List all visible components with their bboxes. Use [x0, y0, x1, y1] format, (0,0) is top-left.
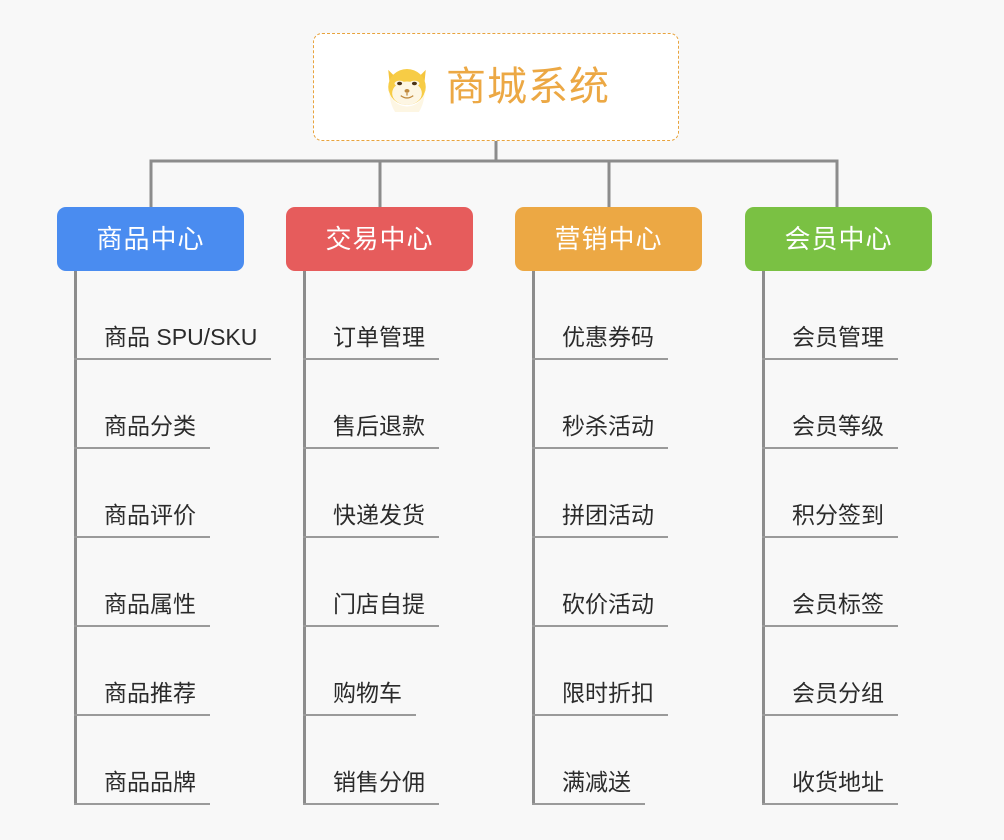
- root-label: 商城系统: [446, 65, 610, 109]
- leaf-item[interactable]: 购物车: [303, 627, 603, 716]
- leaf-item-label: 收货地址: [792, 768, 884, 795]
- leaf-item-label: 积分签到: [792, 501, 884, 528]
- leaf-item[interactable]: 订单管理: [303, 271, 603, 360]
- leaf-underline: 商品分类: [74, 412, 210, 449]
- leaf-item-label: 拼团活动: [562, 501, 654, 528]
- leaf-list-3: 优惠券码秒杀活动拼团活动砍价活动限时折扣满减送: [532, 271, 832, 805]
- leaf-underline: 会员标签: [762, 590, 898, 627]
- leaf-underline: 商品品牌: [74, 768, 210, 805]
- leaf-underline: 砍价活动: [532, 590, 668, 627]
- leaf-item[interactable]: 门店自提: [303, 538, 603, 627]
- branch-header-label: 会员中心: [784, 224, 893, 254]
- branch-column-3: 营销中心优惠券码秒杀活动拼团活动砍价活动限时折扣满减送: [515, 207, 702, 805]
- leaf-underline: 商品 SPU/SKU: [74, 323, 272, 360]
- leaf-item-label: 售后退款: [333, 412, 425, 439]
- branch-header-1[interactable]: 商品中心: [57, 207, 244, 271]
- leaf-item[interactable]: 销售分佣: [303, 716, 603, 805]
- leaf-item[interactable]: 商品 SPU/SKU: [74, 271, 374, 360]
- leaf-item[interactable]: 限时折扣: [532, 627, 832, 716]
- leaf-item-label: 会员等级: [792, 412, 884, 439]
- leaf-list-4: 会员管理会员等级积分签到会员标签会员分组收货地址: [762, 271, 1004, 805]
- branch-header-label: 营销中心: [554, 224, 663, 254]
- fox-face-icon: [388, 69, 426, 112]
- leaf-item-label: 会员分组: [792, 679, 884, 706]
- leaf-item[interactable]: 商品推荐: [74, 627, 374, 716]
- leaf-item[interactable]: 商品分类: [74, 360, 374, 449]
- leaf-list-1: 商品 SPU/SKU 商品分类商品评价商品属性商品推荐商品品牌: [74, 271, 374, 805]
- leaf-item-label: 满减送: [562, 768, 631, 795]
- leaf-item[interactable]: 积分签到: [762, 449, 1004, 538]
- leaf-item-label: 购物车: [333, 679, 402, 706]
- root-node[interactable]: 商城系统: [313, 33, 679, 141]
- branch-spine-2: [303, 271, 306, 805]
- leaf-item[interactable]: 砍价活动: [532, 538, 832, 627]
- branch-column-4: 会员中心会员管理会员等级积分签到会员标签会员分组收货地址: [745, 207, 932, 805]
- leaf-underline: 快递发货: [303, 501, 439, 538]
- branch-column-1: 商品中心商品 SPU/SKU 商品分类商品评价商品属性商品推荐商品品牌: [57, 207, 272, 805]
- leaf-underline: 积分签到: [762, 501, 898, 538]
- leaf-item[interactable]: 会员标签: [762, 538, 1004, 627]
- leaf-underline: 购物车: [303, 679, 416, 716]
- leaf-item[interactable]: 拼团活动: [532, 449, 832, 538]
- leaf-item-label: 会员标签: [792, 590, 884, 617]
- leaf-item-label: 秒杀活动: [562, 412, 654, 439]
- branch-column-2: 交易中心订单管理售后退款快递发货门店自提购物车销售分佣: [286, 207, 473, 805]
- leaf-item-label: 砍价活动: [562, 590, 654, 617]
- leaf-item[interactable]: 会员等级: [762, 360, 1004, 449]
- leaf-item-label: 门店自提: [333, 590, 425, 617]
- leaf-underline: 门店自提: [303, 590, 439, 627]
- leaf-item-label: 销售分佣: [333, 768, 425, 795]
- leaf-underline: 限时折扣: [532, 679, 668, 716]
- branch-spine-3: [532, 271, 535, 805]
- leaf-item[interactable]: 商品品牌: [74, 716, 374, 805]
- leaf-underline: 会员等级: [762, 412, 898, 449]
- branch-spine-1: [74, 271, 77, 805]
- branch-header-label: 交易中心: [325, 224, 434, 254]
- leaf-item-label: 商品品牌: [104, 768, 196, 795]
- leaf-item[interactable]: 商品属性: [74, 538, 374, 627]
- leaf-item-label: 快递发货: [333, 501, 425, 528]
- leaf-underline: 销售分佣: [303, 768, 439, 805]
- leaf-underline: 商品推荐: [74, 679, 210, 716]
- leaf-item-label: 优惠券码: [562, 323, 654, 350]
- leaf-item[interactable]: 会员分组: [762, 627, 1004, 716]
- leaf-item[interactable]: 优惠券码: [532, 271, 832, 360]
- leaf-underline: 会员管理: [762, 323, 898, 360]
- leaf-item[interactable]: 满减送: [532, 716, 832, 805]
- leaf-underline: 商品属性: [74, 590, 210, 627]
- leaf-underline: 优惠券码: [532, 323, 668, 360]
- leaf-item[interactable]: 售后退款: [303, 360, 603, 449]
- leaf-underline: 商品评价: [74, 501, 210, 538]
- leaf-item-label: 限时折扣: [562, 679, 654, 706]
- leaf-item[interactable]: 快递发货: [303, 449, 603, 538]
- leaf-item-label: 订单管理: [333, 323, 425, 350]
- leaf-item-label: 商品推荐: [104, 679, 196, 706]
- leaf-underline: 售后退款: [303, 412, 439, 449]
- branch-spine-4: [762, 271, 765, 805]
- leaf-item-label: 会员管理: [792, 323, 884, 350]
- branch-header-4[interactable]: 会员中心: [745, 207, 932, 271]
- leaf-item[interactable]: 收货地址: [762, 716, 1004, 805]
- leaf-item-label: 商品分类: [104, 412, 196, 439]
- leaf-underline: 秒杀活动: [532, 412, 668, 449]
- leaf-underline: 收货地址: [762, 768, 898, 805]
- leaf-underline: 订单管理: [303, 323, 439, 360]
- leaf-underline: 拼团活动: [532, 501, 668, 538]
- branch-header-label: 商品中心: [96, 224, 205, 254]
- leaf-item[interactable]: 会员管理: [762, 271, 1004, 360]
- branch-header-2[interactable]: 交易中心: [286, 207, 473, 271]
- leaf-item-label: 商品 SPU/SKU: [104, 323, 258, 350]
- leaf-item[interactable]: 商品评价: [74, 449, 374, 538]
- leaf-item[interactable]: 秒杀活动: [532, 360, 832, 449]
- leaf-underline: 满减送: [532, 768, 645, 805]
- leaf-underline: 会员分组: [762, 679, 898, 716]
- branch-header-3[interactable]: 营销中心: [515, 207, 702, 271]
- leaf-item-label: 商品评价: [104, 501, 196, 528]
- leaf-item-label: 商品属性: [104, 590, 196, 617]
- leaf-list-2: 订单管理售后退款快递发货门店自提购物车销售分佣: [303, 271, 603, 805]
